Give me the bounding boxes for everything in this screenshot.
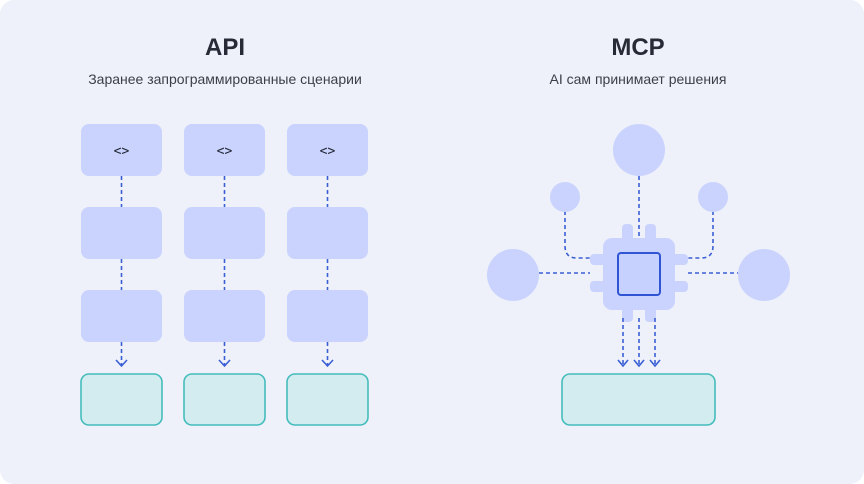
- api-output-block: [183, 373, 266, 426]
- api-code-block: [184, 124, 265, 176]
- mcp-subtitle: AI сам принимает решения: [549, 71, 727, 87]
- mcp-tool-node: [613, 124, 665, 176]
- chip-core: [617, 252, 661, 296]
- api-title: API: [204, 34, 245, 61]
- arrow-head-icon: [649, 359, 661, 368]
- chip-icon: [590, 224, 688, 322]
- api-step-block: [81, 207, 162, 259]
- api-subtitle: Заранее запрограммированные сценарии: [88, 71, 362, 87]
- mcp-output-block: [561, 373, 716, 426]
- arrow-head-icon: [115, 359, 128, 368]
- api-code-block: [287, 124, 368, 176]
- api-step-block: [184, 290, 265, 342]
- mcp-tool-node: [738, 249, 790, 301]
- api-column-1: <>: [80, 124, 163, 426]
- api-output-block: [286, 373, 369, 426]
- api-step-block: [184, 207, 265, 259]
- connector-line: [564, 211, 602, 259]
- code-icon: <>: [114, 144, 130, 159]
- api-step-block: [287, 290, 368, 342]
- mcp-tool-node: [487, 249, 539, 301]
- api-code-block: [81, 124, 162, 176]
- mcp-graph: [487, 124, 790, 426]
- mcp-tool-node: [698, 182, 728, 212]
- arrow-head-icon: [321, 359, 334, 368]
- arrow-head-icon: [633, 359, 645, 368]
- arrow-head-icon: [617, 359, 629, 368]
- code-icon: <>: [217, 144, 233, 159]
- api-column-3: <>: [286, 124, 369, 426]
- api-column-2: <>: [183, 124, 266, 426]
- connector-line: [676, 211, 714, 259]
- code-icon: <>: [320, 144, 336, 159]
- mcp-title: MCP: [611, 34, 665, 61]
- api-output-block: [80, 373, 163, 426]
- arrow-head-icon: [218, 359, 231, 368]
- api-step-block: [81, 290, 162, 342]
- api-step-block: [287, 207, 368, 259]
- mcp-tool-node: [550, 182, 580, 212]
